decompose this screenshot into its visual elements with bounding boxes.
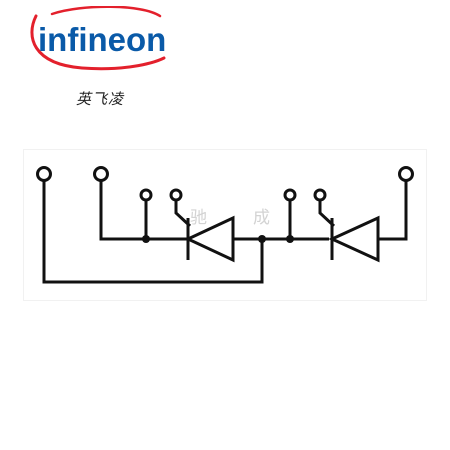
wire-terminal-2 [99,180,188,241]
watermark-char-1: 驰 [190,208,207,228]
terminal-7 [398,166,414,182]
terminal-5 [283,188,297,202]
infineon-logo: infineon [22,6,172,76]
terminal-4 [169,188,183,202]
thyristor-2-triangle [328,215,380,263]
watermark-char-2: 成 [253,208,270,228]
terminal-2 [93,166,109,182]
logo-swoosh [30,14,166,71]
thyristor-2 [328,215,380,263]
terminal-3 [139,188,153,202]
wire-terminal-7 [378,180,408,241]
junction-dot-1 [142,235,150,243]
diagram-panel [24,150,426,300]
wire-gate-2 [318,200,336,228]
terminal-1 [36,166,52,182]
logo-text: infineon [38,21,166,58]
thyristor-1-triangle [184,215,235,263]
logo-swoosh-top [50,6,162,18]
wire-gate-1 [174,200,192,228]
wire-terminal-1-loop [42,180,264,284]
terminal-6 [313,188,327,202]
thyristor-1 [184,215,235,263]
chinese-brand-name: 英飞凌 [76,90,125,108]
junction-dot-2 [258,235,266,243]
junction-dot-3 [286,235,294,243]
